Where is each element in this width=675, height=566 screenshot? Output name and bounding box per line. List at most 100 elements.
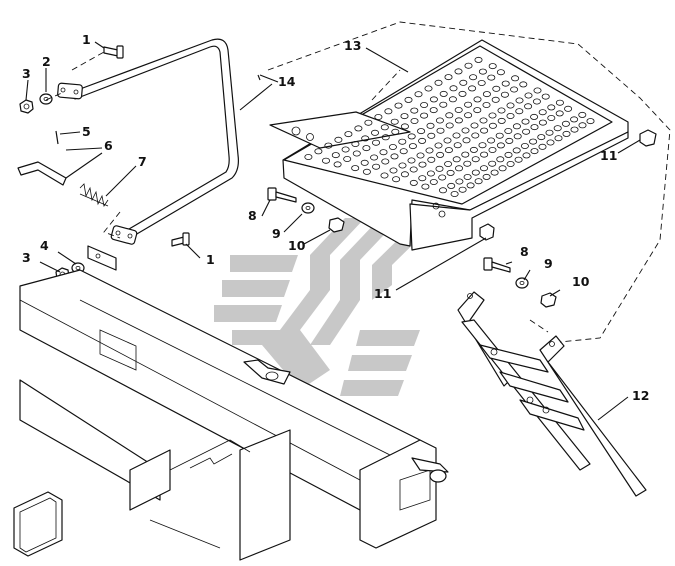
perforation-hole [498, 165, 507, 172]
perforation-hole [407, 157, 416, 164]
perforation-hole [445, 112, 454, 119]
perforation-hole [471, 132, 480, 139]
perforation-hole [384, 108, 393, 115]
perforation-hole [420, 112, 429, 119]
perforation-hole [459, 79, 468, 86]
perforation-hole [505, 137, 514, 144]
perforation-hole [418, 137, 427, 144]
perforation-hole [490, 169, 499, 176]
perforation-hole [400, 123, 409, 130]
perforation-hole [553, 125, 562, 132]
perforation-hole [409, 166, 418, 173]
perforation-hole [538, 143, 547, 150]
spring-7 [79, 183, 109, 208]
perforation-hole [426, 170, 435, 177]
callout-13: 13 [344, 38, 361, 53]
perforation-hole [429, 107, 438, 114]
perforation-hole [570, 126, 579, 133]
perforation-hole [473, 107, 482, 114]
perforation-hole [533, 87, 542, 94]
perforation-hole [482, 102, 491, 109]
perforation-hole [487, 74, 496, 81]
bolt-8-upper [267, 187, 297, 203]
perforation-hole [469, 74, 478, 81]
perforation-hole [555, 99, 564, 106]
callout-3-top: 3 [22, 66, 31, 81]
perforation-hole [524, 103, 533, 110]
watermark-logo [214, 218, 440, 396]
perforation-hole [547, 115, 556, 122]
perforation-hole [515, 97, 524, 104]
bolt-1-top [103, 45, 124, 59]
perforation-hole [439, 90, 448, 97]
perforation-hole [449, 85, 458, 92]
perforation-hole [371, 139, 380, 146]
lock-pin-6 [17, 161, 67, 186]
perforation-hole [352, 150, 361, 157]
callout-11-upper: 11 [600, 148, 617, 163]
perforation-hole [410, 118, 419, 125]
perforation-hole [445, 122, 454, 129]
perforation-hole [343, 155, 352, 162]
perforation-hole [524, 92, 533, 99]
perforation-hole [512, 123, 521, 130]
perforation-hole [501, 80, 510, 87]
perforation-hole [562, 130, 571, 137]
perforation-hole [554, 135, 563, 142]
perforation-hole [351, 140, 360, 147]
callout-14: 14 [278, 74, 296, 89]
perforation-hole [436, 127, 445, 134]
perforation-hole [435, 165, 444, 172]
perforation-hole [426, 122, 435, 129]
perforation-hole [570, 116, 579, 123]
perforation-hole [461, 127, 470, 134]
perforation-hole [578, 111, 587, 118]
perforation-hole [324, 142, 333, 149]
perforation-hole [491, 96, 500, 103]
perforation-hole [452, 156, 461, 163]
perforation-hole [463, 160, 472, 167]
leader-lines [25, 21, 671, 421]
perforation-hole [529, 138, 538, 145]
perforation-hole [532, 98, 541, 105]
perforation-hole [497, 107, 506, 114]
perforation-hole [513, 133, 522, 140]
perforation-hole [452, 132, 461, 139]
ladder-12 [457, 291, 647, 497]
nut-3-top [19, 99, 34, 114]
perforation-hole [538, 119, 547, 126]
callout-labels: 1 2 3 5 6 7 14 13 11 8 9 10 4 3 1 11 8 9… [22, 32, 649, 403]
perforation-hole [434, 79, 443, 86]
perforation-hole [391, 128, 400, 135]
perforation-hole [487, 137, 496, 144]
perforation-hole [447, 182, 456, 189]
perforation-hole [362, 168, 371, 175]
perforation-hole [341, 146, 350, 153]
perforation-hole [492, 85, 501, 92]
perforation-hole [370, 154, 379, 161]
perforation-hole [420, 102, 429, 109]
perforation-hole [561, 120, 570, 127]
perforation-hole [333, 161, 342, 168]
perforation-hole [374, 114, 383, 121]
nut-10-upper [328, 217, 345, 233]
perforation-hole [578, 122, 587, 129]
perforation-hole [500, 91, 509, 98]
perforation-hole [480, 127, 489, 134]
perforation-hole [504, 127, 513, 134]
perforation-hole [409, 179, 418, 186]
perforation-hole [410, 107, 419, 114]
perforation-hole [443, 137, 452, 144]
perforation-hole [448, 96, 457, 103]
perforation-hole [372, 163, 381, 170]
perforation-hole [479, 117, 488, 124]
callout-1-top: 1 [82, 32, 91, 47]
perforation-hole [446, 169, 455, 176]
callout-1-lower: 1 [206, 252, 215, 267]
perforation-hole [364, 119, 373, 126]
perforation-hole [496, 156, 505, 163]
perforation-hole [439, 101, 448, 108]
bolt-8-lower [483, 257, 511, 273]
perforation-hole [434, 142, 443, 149]
perforation-hole [454, 117, 463, 124]
